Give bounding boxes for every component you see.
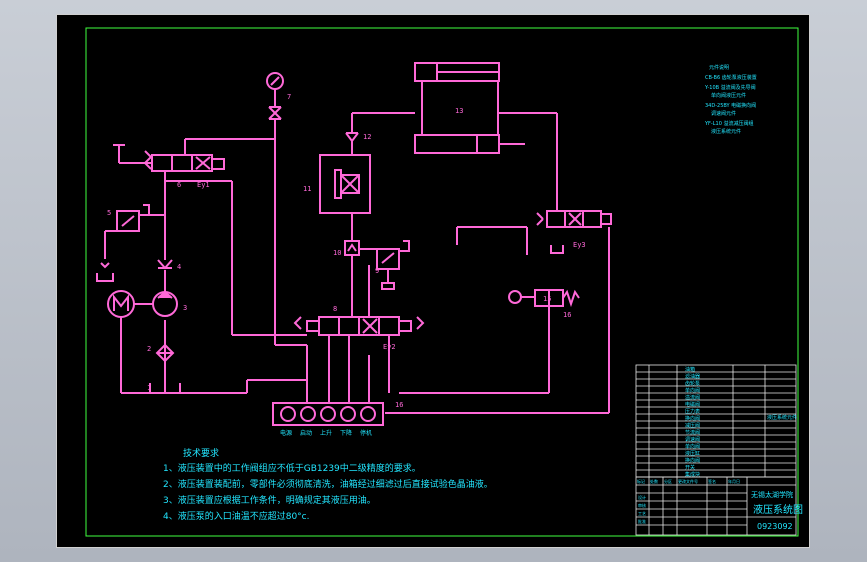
port-label: 电源 (280, 429, 292, 437)
parts-row: 单向阀 (685, 443, 700, 450)
label-throttle-10: 10 (333, 249, 341, 257)
parts-row: 液压缸 (685, 450, 700, 457)
label-check-4: 4 (177, 263, 181, 271)
parts-row: 压力表 (685, 408, 700, 415)
tech-item: 4、液压泵的入口油温不应超过80°c. (163, 510, 310, 522)
label-pump: 3 (183, 304, 187, 312)
parts-row: 溢流阀 (685, 394, 700, 401)
port-label: 启动 (300, 429, 312, 437)
gauge-valve (268, 106, 282, 120)
legend-line: Y-10B 溢流阀及先导阀 (704, 84, 756, 91)
title-block-role: 工艺 (638, 511, 646, 516)
title-block-header: 分区 (664, 478, 672, 484)
parts-row: 调速阀 (685, 436, 700, 443)
technical-requirements: 技术要求 1、液压装置中的工作阀组应不低于GB1239中二级精度的要求。 2、液… (163, 447, 493, 522)
tech-item: 2、液压装置装配前，零部件必须彻底清洗，油箱经过细滤过后直接试验色晶油液。 (163, 478, 493, 490)
label-filter: 2 (147, 345, 151, 353)
throttle-valve-10 (344, 240, 360, 256)
port-label: 下降 (340, 429, 352, 437)
parts-row: 换向阀 (685, 415, 700, 422)
component-numbers: 3 2 1 5 4 6 Ey1 7 13 12 11 10 9 8 Ey2 Ey… (107, 93, 586, 409)
parts-row: 节流阀 (685, 429, 700, 436)
parts-row: 齿轮泵 (685, 380, 700, 387)
label-valve-6: 6 (177, 181, 181, 189)
port-labels: 电源 启动 上升 下降 停机 (280, 429, 372, 437)
title-block-role: 批准 (638, 518, 646, 524)
legend-line: 元件说明 (709, 64, 729, 71)
limit-switch (508, 290, 522, 304)
parts-side-note: 液压系统元件 (767, 414, 797, 421)
inner-frame (85, 27, 799, 537)
label-flow-11: 11 (303, 185, 311, 193)
flow-valve-11 (319, 154, 371, 214)
title-block-headers: 标记处数分区更改文件号 签名 年月日 (637, 478, 740, 484)
parts-row: 油箱 (685, 366, 695, 373)
label-switch-15: 15 (543, 295, 551, 303)
cylinder-13-lower (414, 134, 500, 154)
check-valve-12 (345, 132, 359, 143)
legend-line: 单向阀液压元件 (711, 92, 746, 99)
drawing-name: 液压系统图 (753, 503, 803, 516)
parts-list: 油箱滤油器齿轮泵单向阀溢流阀电磁阀压力表换向阀减压阀节流阀调速阀单向阀液压缸换向… (636, 365, 796, 478)
motor-symbol (107, 290, 135, 318)
parts-row: 减压阀 (685, 422, 700, 429)
title-block-header: 处数 (650, 478, 658, 484)
legend-line: 34D-25BY 电磁换向阀 (705, 102, 756, 109)
port-label: 上升 (320, 429, 332, 437)
tech-title: 技术要求 (183, 447, 219, 459)
drawing-sheet: 3 2 1 5 4 6 Ey1 7 13 12 11 10 9 8 Ey2 Ey… (56, 14, 810, 548)
parts-row: 集成块 (685, 471, 700, 478)
title-block-header: 年月日 (728, 478, 740, 484)
parts-row: 单向阀 (685, 387, 700, 394)
label-cylinder: 13 (455, 107, 463, 115)
legend-line: 调速阀元件 (711, 110, 736, 117)
hydraulic-circuit (96, 62, 612, 426)
label-ey2: Ey2 (383, 343, 396, 351)
relief-valve-5 (116, 210, 140, 232)
legend-line: YF-L10 溢流减压阀组 (704, 120, 753, 127)
label-switch-16: 16 (563, 311, 571, 319)
drawing-number: 0923092 (757, 522, 793, 531)
label-ey3: Ey3 (573, 241, 586, 249)
label-relief-5: 5 (107, 209, 111, 217)
label-tank: 1 (147, 384, 151, 392)
check-valve-4 (157, 259, 173, 270)
port-label: 停机 (360, 429, 372, 437)
legend-line: CB-B6 齿轮泵液压装置 (705, 74, 757, 81)
label-relief-9: 9 (375, 267, 379, 275)
parts-row: 换向阀 (685, 457, 700, 464)
title-block-role: 设计 (638, 494, 646, 500)
label-check-12: 12 (363, 133, 371, 141)
tech-item: 1、液压装置中的工作阀组应不低于GB1239中二级精度的要求。 (163, 462, 421, 474)
title-block: 油箱滤油器齿轮泵单向阀溢流阀电磁阀压力表换向阀减压阀节流阀调速阀单向阀液压缸换向… (635, 364, 803, 536)
title-block-header: 签名 (708, 478, 716, 484)
label-manifold: 16 (395, 401, 403, 409)
label-ey1: Ey1 (197, 181, 210, 189)
title-block-role: 审核 (638, 502, 646, 508)
parts-row: 开关 (685, 464, 695, 471)
company-name: 无锡太湖学院 (751, 490, 793, 499)
legend-notes: 元件说明 CB-B6 齿轮泵液压装置 Y-10B 溢流阀及先导阀 单向阀液压元件… (704, 64, 757, 135)
parts-row: 滤油器 (685, 373, 700, 380)
label-gauge: 7 (287, 93, 291, 101)
title-block-header: 更改文件号 (678, 478, 698, 484)
tech-item: 3、液压装置应根据工作条件，明确规定其液压用油。 (163, 494, 376, 506)
label-valve-8: 8 (333, 305, 337, 313)
title-block-header: 标记 (637, 478, 645, 484)
hydraulic-drawing: 3 2 1 5 4 6 Ey1 7 13 12 11 10 9 8 Ey2 Ey… (85, 27, 803, 537)
legend-line: 液压系统元件 (711, 128, 741, 135)
parts-row: 电磁阀 (685, 401, 700, 408)
filter-symbol (155, 343, 175, 363)
